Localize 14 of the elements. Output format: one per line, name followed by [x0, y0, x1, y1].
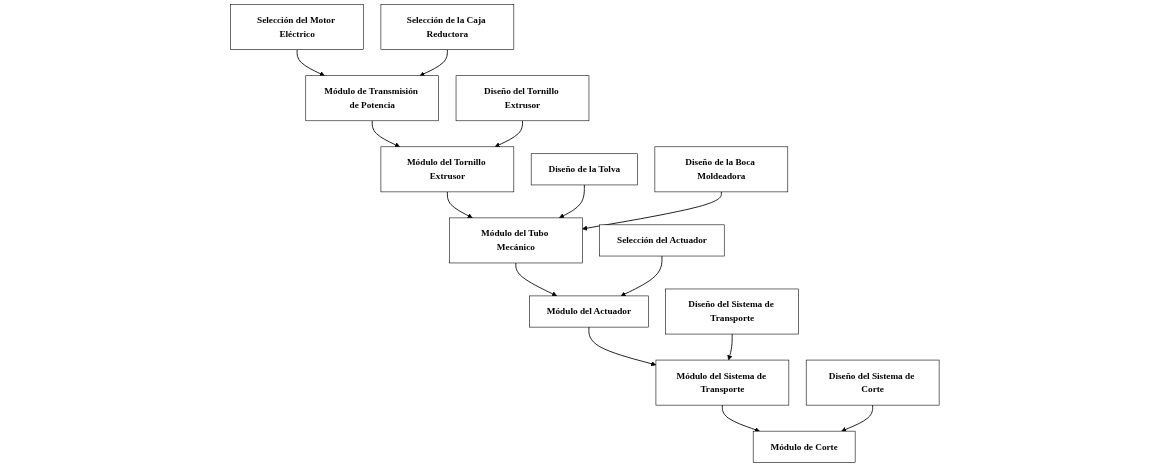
node-box: Selección de la Caja Reductora — [380, 4, 515, 50]
node-box: Módulo de Corte — [753, 430, 856, 463]
node-box: Selección del Actuador — [599, 224, 725, 257]
node-box: Diseño de la Boca Moldeadora — [654, 146, 789, 193]
node-box: Selección del Motor Eléctrico — [230, 4, 364, 50]
node-box: Diseño del Sistema de Transporte — [665, 288, 800, 335]
node-box: Módulo del Tornillo Extrusor — [380, 146, 515, 193]
node-box: Diseño del Tornillo Extrusor — [455, 75, 590, 122]
node-box: Módulo del Actuador — [529, 295, 649, 328]
node-box: Módulo del Tubo Mecánico — [449, 217, 583, 264]
node-box: Diseño del Sistema de Corte — [806, 359, 940, 406]
node-box: Módulo del Sistema de Transporte — [655, 359, 790, 406]
node-box: Módulo de Transmisión de Potencia — [305, 75, 440, 122]
node-box: Diseño de la Tolva — [531, 153, 638, 186]
